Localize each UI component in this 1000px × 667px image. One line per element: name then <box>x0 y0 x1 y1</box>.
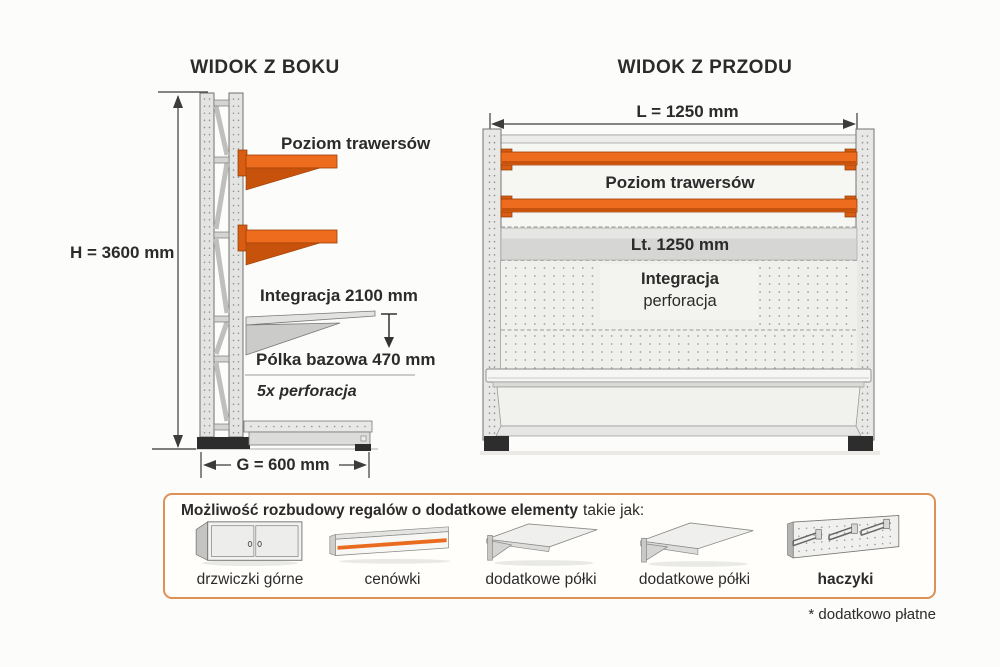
price-strip-icon <box>326 522 460 568</box>
extras-heading-bold: Możliwość rozbudowy regalów o dodatkowe … <box>181 502 579 519</box>
front-base-shelf <box>480 368 880 455</box>
front-rack-body <box>480 128 880 455</box>
front-width-label: L = 1250 mm <box>636 102 739 121</box>
extra-item-shelf-a: dodatkowe półki <box>466 522 616 589</box>
front-integration-title: Integracja <box>641 270 719 288</box>
extra-item-hooks: haczyki <box>773 515 918 589</box>
paid-extras-footnote: * dodatkowo płatne <box>808 606 936 623</box>
depth-dimension-arrow <box>200 452 370 478</box>
hooks-icon <box>780 515 912 568</box>
extra-item-label: dodatkowe półki <box>485 571 597 588</box>
extra-shelf-icon <box>633 522 757 568</box>
side-frame-base-foot <box>197 437 250 449</box>
extra-item-label: haczyki <box>817 571 874 588</box>
traverse-arm-lower <box>237 224 338 266</box>
width-dimension-arrow <box>489 113 858 133</box>
front-integration-subtitle: perforacja <box>643 292 717 310</box>
front-view-diagram <box>480 113 880 455</box>
extras-items-row: drzwiczki górne cenówki <box>181 515 918 589</box>
side-traverse-label: Poziom trawersów <box>281 134 431 153</box>
side-frame-bracing <box>213 99 230 431</box>
side-view-title: WIDOK Z BOKU <box>190 57 340 78</box>
height-dimension-arrow <box>152 91 378 450</box>
extras-heading: Możliwość rozbudowy regalów o dodatkowe … <box>181 502 918 520</box>
side-height-label: H = 3600 mm <box>70 243 175 262</box>
extra-shelf-icon <box>479 522 603 568</box>
extra-item-label: cenówki <box>364 571 421 588</box>
side-perforation-label: 5x perforacja <box>257 383 357 400</box>
extra-item-label: dodatkowe półki <box>638 571 751 588</box>
pegboard-panel <box>501 261 857 375</box>
side-base-shelf <box>243 420 373 451</box>
shelf-depth-arrow <box>381 313 397 348</box>
integration-shelf <box>245 310 376 356</box>
extra-item-price-strips: cenówki <box>323 522 463 589</box>
traverse-arm-upper <box>237 149 338 191</box>
extras-heading-rest: takie jak: <box>583 502 645 519</box>
front-length-label: Lt. 1250 mm <box>630 235 730 254</box>
extras-panel: Możliwość rozbudowy regalów o dodatkowe … <box>163 493 936 599</box>
front-traverse-lower <box>500 195 858 218</box>
extra-item-doors: drzwiczki górne <box>181 521 319 589</box>
front-traverse-label: Poziom trawersów <box>605 173 755 192</box>
side-integration-label: Integracja 2100 mm <box>260 286 418 305</box>
side-view-diagram <box>152 91 415 478</box>
extra-item-label: drzwiczki górne <box>196 571 304 588</box>
side-base-shelf-label: Pólka bazowa 470 mm <box>256 350 436 369</box>
front-view-title: WIDOK Z PRZODU <box>617 57 793 78</box>
extra-item-shelf-b: dodatkowe półki <box>620 522 770 589</box>
front-traverse-upper <box>500 148 858 171</box>
side-depth-label: G = 600 mm <box>236 456 330 474</box>
side-frame <box>197 92 250 449</box>
cabinet-doors-icon <box>191 521 309 568</box>
